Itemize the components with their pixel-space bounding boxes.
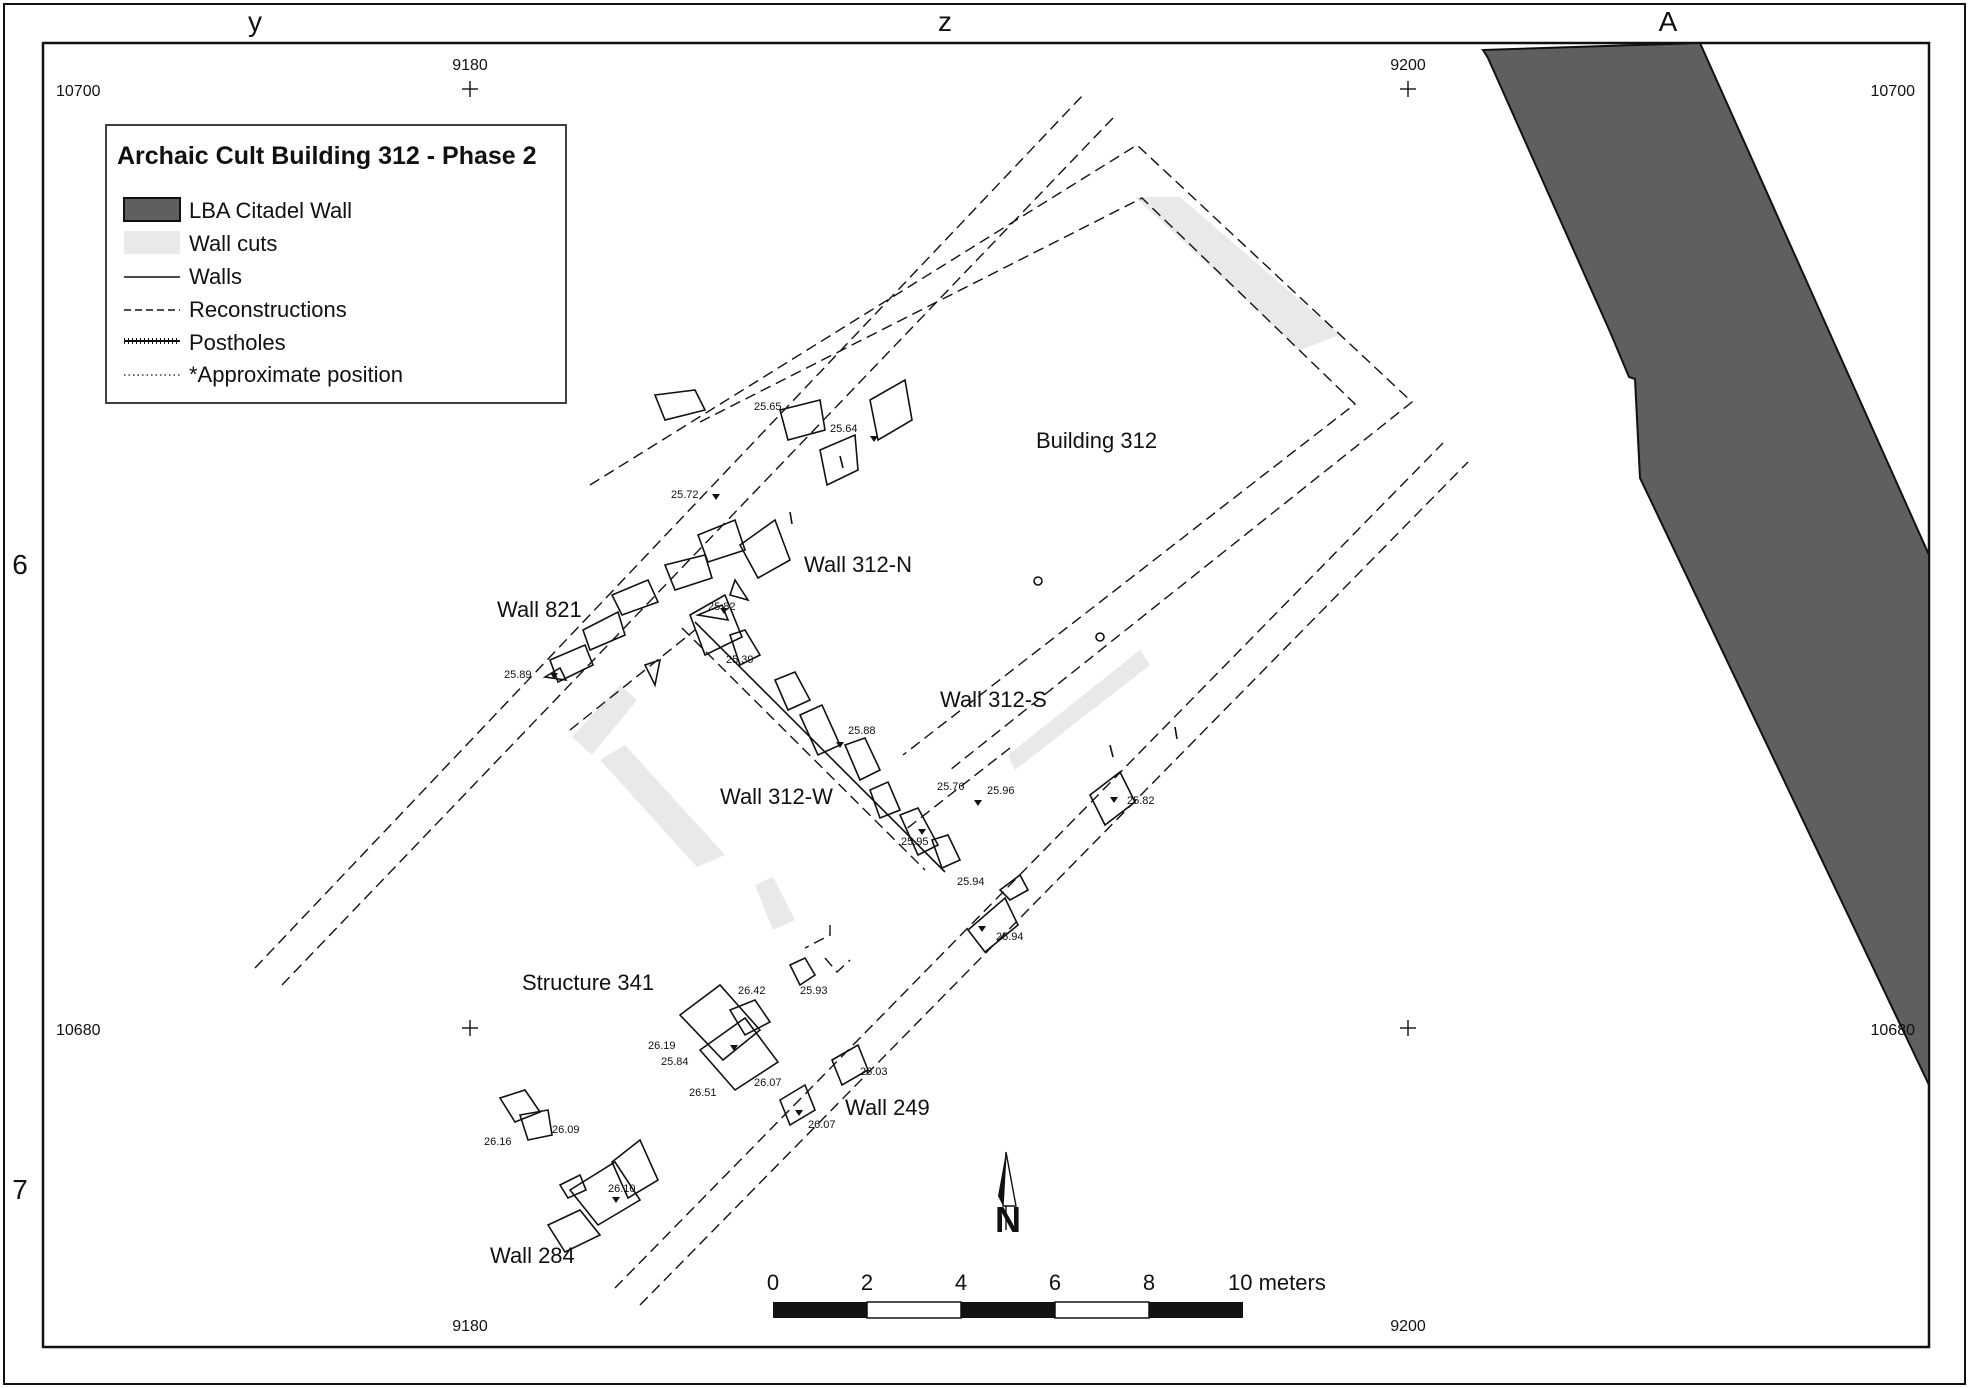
scale-tick-6: 6	[1049, 1270, 1061, 1295]
legend-label-reconstructions: Reconstructions	[189, 297, 347, 322]
label-wall-249: Wall 249	[845, 1095, 930, 1120]
elevation-label: 26.19	[648, 1040, 676, 1052]
easting-bottom-right: 9200	[1390, 1318, 1426, 1335]
north-arrow-letter: N	[995, 1199, 1021, 1240]
wall-cuts	[572, 197, 1340, 930]
northing-top-left: 10700	[56, 83, 101, 100]
label-wall-312-s: Wall 312-S	[940, 687, 1047, 712]
elevation-label: 25.72	[671, 489, 699, 501]
elevation-label: 25.76	[937, 781, 965, 793]
elevation-label: 25.82	[708, 601, 736, 613]
scale-tick-4: 4	[955, 1270, 967, 1295]
easting-bottom-left: 9180	[452, 1318, 488, 1335]
elevation-label: 25.94	[957, 876, 985, 888]
label-wall-312-w: Wall 312-W	[720, 784, 833, 809]
elevation-label: 26.16	[484, 1136, 512, 1148]
legend-label-lba-citadel-wall: LBA Citadel Wall	[189, 198, 352, 223]
grid-crosses	[462, 81, 1416, 1036]
elevation-label: 25.93	[800, 985, 828, 997]
elevation-label: 25.84	[661, 1056, 689, 1068]
legend: Archaic Cult Building 312 - Phase 2 LBA …	[105, 124, 567, 404]
wall-lines	[498, 378, 1178, 1254]
scale-tick-2: 2	[861, 1270, 873, 1295]
label-wall-284: Wall 284	[490, 1243, 575, 1268]
legend-title: Archaic Cult Building 312 - Phase 2	[117, 142, 537, 170]
elevation-label: 25.94	[996, 931, 1024, 943]
elevation-label: 25.39	[726, 654, 754, 666]
elevation-label: 26.42	[738, 985, 766, 997]
scale-tick-10: 10 meters	[1228, 1270, 1326, 1295]
legend-label-approximate-position: *Approximate position	[189, 362, 403, 387]
scale-tick-8: 8	[1143, 1270, 1155, 1295]
north-arrow-needle-fill	[998, 1152, 1006, 1206]
scale-bar: 0 2 4 6 8 10 meters	[767, 1270, 1326, 1319]
elevation-label: 25.96	[987, 785, 1015, 797]
scale-tick-0: 0	[767, 1270, 779, 1295]
lba-citadel-wall	[1481, 41, 1930, 1086]
legend-box	[105, 124, 567, 404]
legend-label-walls: Walls	[189, 264, 242, 289]
elevation-label: 25.65	[754, 401, 782, 413]
easting-top-left: 9180	[452, 57, 488, 74]
north-arrow: N	[995, 1151, 1021, 1240]
grid-column-A: A	[1659, 6, 1678, 37]
legend-label-postholes: Postholes	[189, 330, 286, 355]
grid-row-6: 6	[12, 549, 28, 580]
elevation-label: 26.10	[608, 1183, 636, 1195]
elevation-label: 26.09	[552, 1124, 580, 1136]
northing-top-right: 10700	[1871, 83, 1916, 100]
elevation-label: 26.07	[754, 1077, 782, 1089]
elevation-label: 25.89	[504, 669, 532, 681]
elevation-label: 26.51	[689, 1087, 717, 1099]
elevation-labels: 25.65 25.64 25.72 25.82 25.89 25.39 25.8…	[484, 401, 1155, 1195]
legend-label-wall-cuts: Wall cuts	[189, 231, 277, 256]
elevation-label: 25.82	[1127, 795, 1155, 807]
grid-row-7: 7	[12, 1174, 28, 1205]
elevation-label: 25.88	[848, 725, 876, 737]
grid-column-z: z	[938, 6, 952, 37]
elevation-label: 25.95	[901, 836, 929, 848]
elevation-label: 26.07	[808, 1119, 836, 1131]
label-wall-821: Wall 821	[497, 597, 582, 622]
grid-column-y: y	[248, 6, 262, 37]
label-wall-312-n: Wall 312-N	[804, 552, 912, 577]
legend-swatch-lba-citadel-wall	[123, 197, 181, 222]
legend-swatch-wall-cuts	[124, 231, 180, 254]
easting-top-right: 9200	[1390, 57, 1426, 74]
elevation-label: 26.03	[860, 1066, 888, 1078]
northing-bottom-left: 10680	[56, 1022, 101, 1039]
reconstruction-lines	[254, 94, 1469, 1306]
postholes	[550, 436, 1118, 1203]
elevation-label: 25.64	[830, 423, 858, 435]
label-structure-341: Structure 341	[522, 970, 654, 995]
northing-bottom-right: 10680	[1871, 1022, 1916, 1039]
outer-frame	[3, 3, 1966, 1385]
label-building-312: Building 312	[1036, 428, 1157, 453]
